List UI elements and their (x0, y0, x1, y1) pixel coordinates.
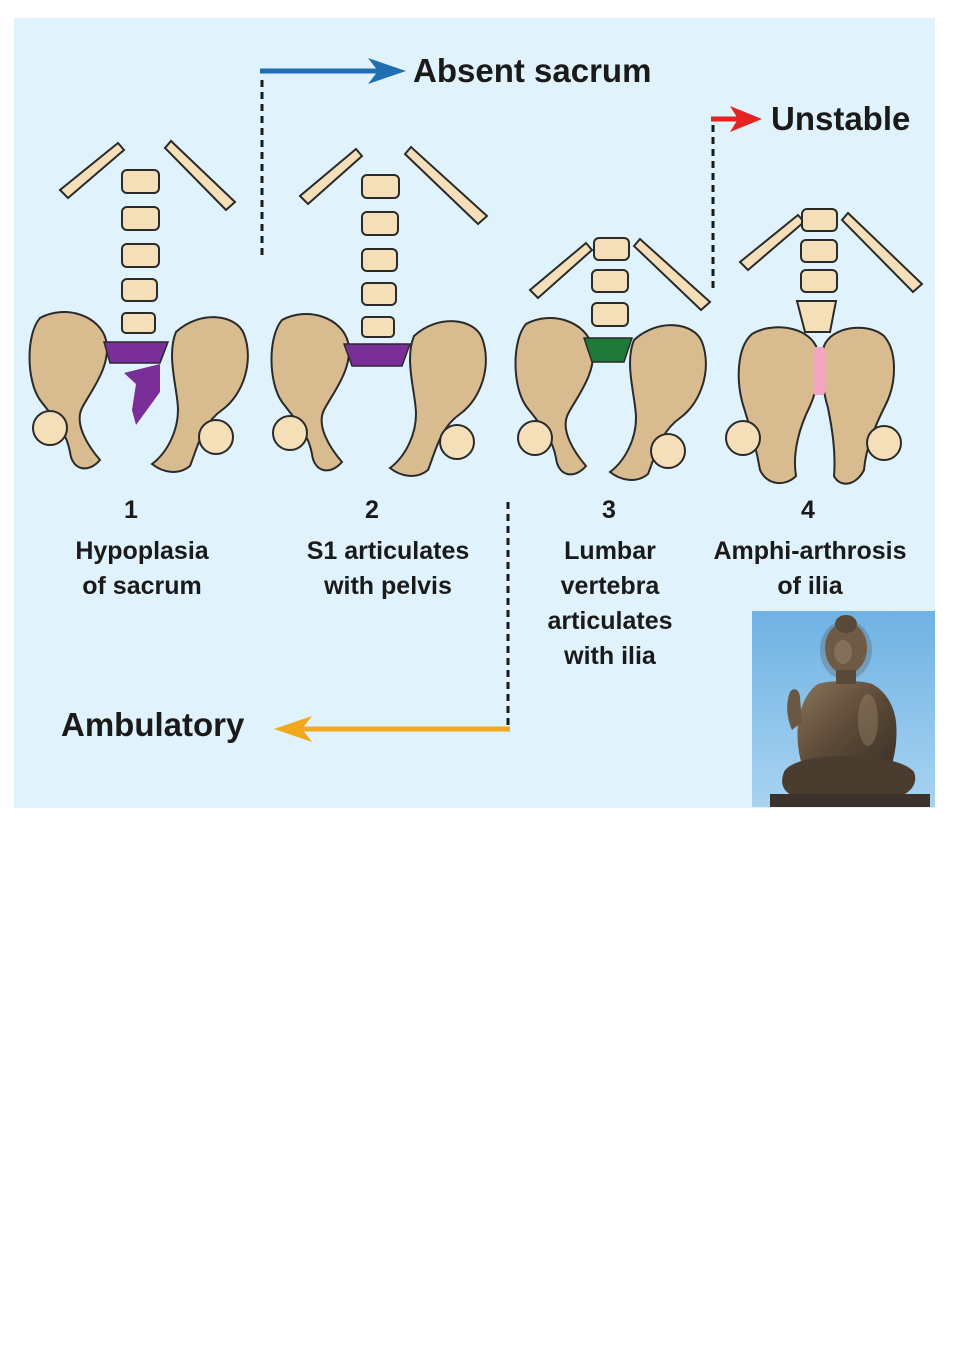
right-ilium (150, 316, 249, 473)
statue-body (797, 681, 897, 776)
ambulatory-connector (274, 502, 510, 742)
lumbar-vertebra (121, 206, 160, 231)
statue-sheen (858, 694, 878, 746)
unstable-arrow-head (730, 106, 762, 132)
lumbar-vertebra (361, 248, 398, 272)
femoral-head (439, 424, 475, 460)
statue-raised-hand (787, 689, 802, 730)
lumbar-vertebra (801, 208, 838, 232)
ilia-joint-highlight (813, 347, 825, 395)
statue-ushnisha (835, 615, 857, 633)
rib-right (163, 139, 237, 212)
left-ilium (28, 311, 109, 470)
seated-buddha-photo (752, 611, 935, 807)
absent-sacrum-arrow-head (368, 58, 406, 84)
femoral-head (650, 433, 686, 469)
type-2-illustration (270, 145, 489, 477)
type-2-caption: S1 articulates (307, 537, 470, 565)
type-4-illustration (725, 208, 924, 485)
femoral-head (272, 415, 308, 451)
rib-left (58, 141, 126, 200)
statue-head (825, 622, 867, 674)
sacrum-remnant-lower (124, 364, 160, 425)
type-1-number: 1 (124, 496, 138, 524)
type-1-illustration (28, 139, 249, 473)
sacrum-remnant-upper (103, 341, 170, 364)
lumbar-vertebra (800, 239, 838, 263)
femoral-head (725, 420, 761, 456)
absent-sacrum-connector (260, 58, 406, 255)
s1-vertebra-highlight (342, 343, 412, 367)
lumbar-vertebra (361, 211, 399, 236)
type-3-illustration (514, 237, 712, 481)
statue-face-highlight (834, 640, 852, 664)
right-ilium (388, 320, 487, 477)
right-ilium (820, 326, 895, 485)
type-2-caption: with pelvis (323, 572, 452, 600)
type-3-caption: with ilia (563, 642, 657, 670)
type-3-caption: Lumbar (564, 537, 656, 565)
type-4-number: 4 (801, 496, 815, 524)
statue-base (770, 794, 930, 807)
type-1-caption: of sacrum (82, 572, 201, 600)
lumbar-vertebra-highlight (582, 337, 634, 363)
absent-sacrum-label: Absent sacrum (413, 52, 651, 89)
femoral-head (198, 419, 234, 455)
lumbar-vertebra (591, 302, 629, 327)
type-3-number: 3 (602, 496, 616, 524)
rib-left (298, 147, 364, 206)
femoral-head (517, 420, 553, 456)
lumbar-vertebra (121, 312, 156, 334)
femoral-head (32, 410, 68, 446)
lumbar-vertebra (361, 316, 395, 338)
rib-right (840, 211, 924, 294)
unstable-label: Unstable (771, 100, 910, 137)
right-ilium (608, 324, 707, 481)
rib-right (403, 145, 489, 226)
type-4-caption: of ilia (777, 572, 843, 600)
lumbar-vertebra (361, 174, 400, 199)
lumbar-vertebra (121, 243, 160, 268)
type-2-number: 2 (365, 496, 379, 524)
unstable-connector (711, 106, 762, 288)
ambulatory-arrow-head (274, 716, 312, 742)
type-3-caption: articulates (547, 607, 672, 635)
rib-right (632, 237, 712, 312)
lowest-vertebra (795, 300, 838, 333)
type-3-caption: vertebra (561, 572, 661, 600)
lumbar-vertebra (121, 278, 158, 302)
lumbar-vertebra (593, 237, 630, 261)
ambulatory-label: Ambulatory (61, 706, 245, 743)
type-1-caption: Hypoplasia (75, 537, 209, 565)
lumbar-vertebra (361, 282, 397, 306)
rib-left (528, 241, 594, 300)
left-ilium (270, 313, 351, 472)
statue-neck (836, 670, 856, 684)
type-4-caption: Amphi-arthrosis (713, 537, 906, 565)
femoral-head (866, 425, 902, 461)
statue-lap (782, 756, 916, 796)
lumbar-vertebra (591, 269, 629, 293)
lumbar-vertebra (121, 169, 160, 194)
lumbar-vertebra (800, 269, 838, 293)
